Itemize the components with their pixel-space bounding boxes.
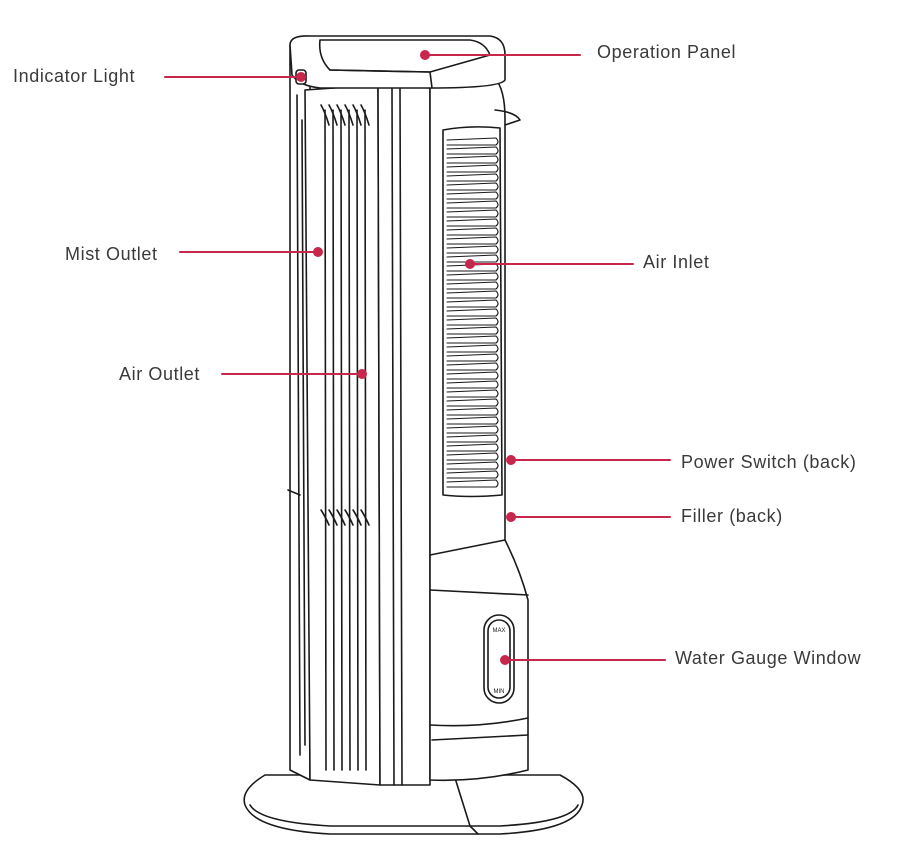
grille-slat — [446, 425, 499, 434]
label-power-switch: Power Switch (back) — [681, 452, 857, 472]
label-operation-panel: Operation Panel — [597, 42, 737, 62]
grille-slat — [446, 344, 499, 353]
dot-air-inlet — [465, 259, 475, 269]
louver-blade — [324, 109, 327, 771]
louver-joint — [336, 509, 346, 526]
callout-leaders — [164, 54, 671, 661]
grille-slat — [446, 416, 499, 425]
label-water-gauge-window: Water Gauge Window — [675, 648, 862, 668]
gauge-min-label: MIN — [494, 689, 505, 695]
louver-tip — [328, 104, 338, 126]
louver-joint — [328, 509, 338, 526]
dot-mist-outlet — [313, 247, 323, 257]
grille-slat — [446, 479, 499, 488]
dot-power-switch — [506, 455, 516, 465]
louver-joint — [360, 509, 370, 526]
grille-slat — [446, 317, 499, 326]
grille-slat — [446, 191, 499, 200]
grille-slat — [446, 362, 499, 371]
label-filler: Filler (back) — [681, 506, 783, 526]
louver-joint — [344, 509, 354, 526]
grille-slat — [446, 155, 499, 164]
label-air-outlet: Air Outlet — [119, 364, 201, 384]
louver-tip — [336, 104, 346, 126]
dot-air-outlet — [357, 369, 367, 379]
water-tank — [429, 539, 529, 741]
grille-slat — [446, 407, 499, 416]
grille-slat — [446, 290, 499, 299]
dot-water-gauge — [500, 655, 510, 665]
callout-dots — [296, 50, 516, 665]
grille-slat — [446, 398, 499, 407]
grille-slat — [446, 254, 499, 263]
louver-tip — [320, 104, 330, 126]
grille-slat — [446, 218, 499, 227]
louver-joint — [352, 509, 362, 526]
grille-slat — [446, 380, 499, 389]
grille-slat — [446, 371, 499, 380]
louver-tip — [344, 104, 354, 126]
gauge-max-label: MAX — [492, 628, 505, 634]
grille-slat — [446, 236, 499, 245]
grille-slat — [446, 146, 499, 155]
grille-slat — [446, 335, 499, 344]
grille-slat — [446, 299, 499, 308]
louver-tip — [352, 104, 362, 126]
air-outlet-louvers — [320, 104, 370, 771]
label-air-inlet: Air Inlet — [643, 252, 710, 272]
grille-slat — [446, 164, 499, 173]
grille-slat — [446, 200, 499, 209]
grille-slat — [446, 353, 499, 362]
grille-slat — [446, 389, 499, 398]
grille-slat — [446, 272, 499, 281]
grille-slat — [446, 137, 499, 146]
louver-blade — [332, 109, 335, 771]
louver-blade — [340, 109, 343, 771]
grille-slat — [446, 470, 499, 479]
louver-blade — [348, 109, 351, 771]
louver-tip — [360, 104, 370, 126]
grille-slat — [446, 326, 499, 335]
louver-joint — [320, 509, 330, 526]
dot-filler — [506, 512, 516, 522]
louver-blade — [364, 109, 367, 771]
label-indicator-light: Indicator Light — [13, 66, 136, 86]
grille-slat — [446, 227, 499, 236]
air-inlet-grille — [442, 126, 503, 498]
base-plate — [243, 774, 584, 835]
dot-operation-panel — [420, 50, 430, 60]
dot-indicator-light — [296, 72, 306, 82]
grille-slat — [446, 173, 499, 182]
grille-slat — [446, 209, 499, 218]
grille-slat — [446, 308, 499, 317]
water-gauge-window-shape: MAX MIN — [483, 614, 515, 704]
grille-slat — [446, 434, 499, 443]
grille-slat — [446, 182, 499, 191]
label-mist-outlet: Mist Outlet — [65, 244, 158, 264]
louver-blade — [356, 109, 359, 771]
grille-slat — [446, 281, 499, 290]
grille-slat — [446, 443, 499, 452]
grille-slat — [446, 452, 499, 461]
grille-slat — [446, 245, 499, 254]
grille-slat — [446, 461, 499, 470]
mist-outlet-slit — [287, 94, 306, 756]
